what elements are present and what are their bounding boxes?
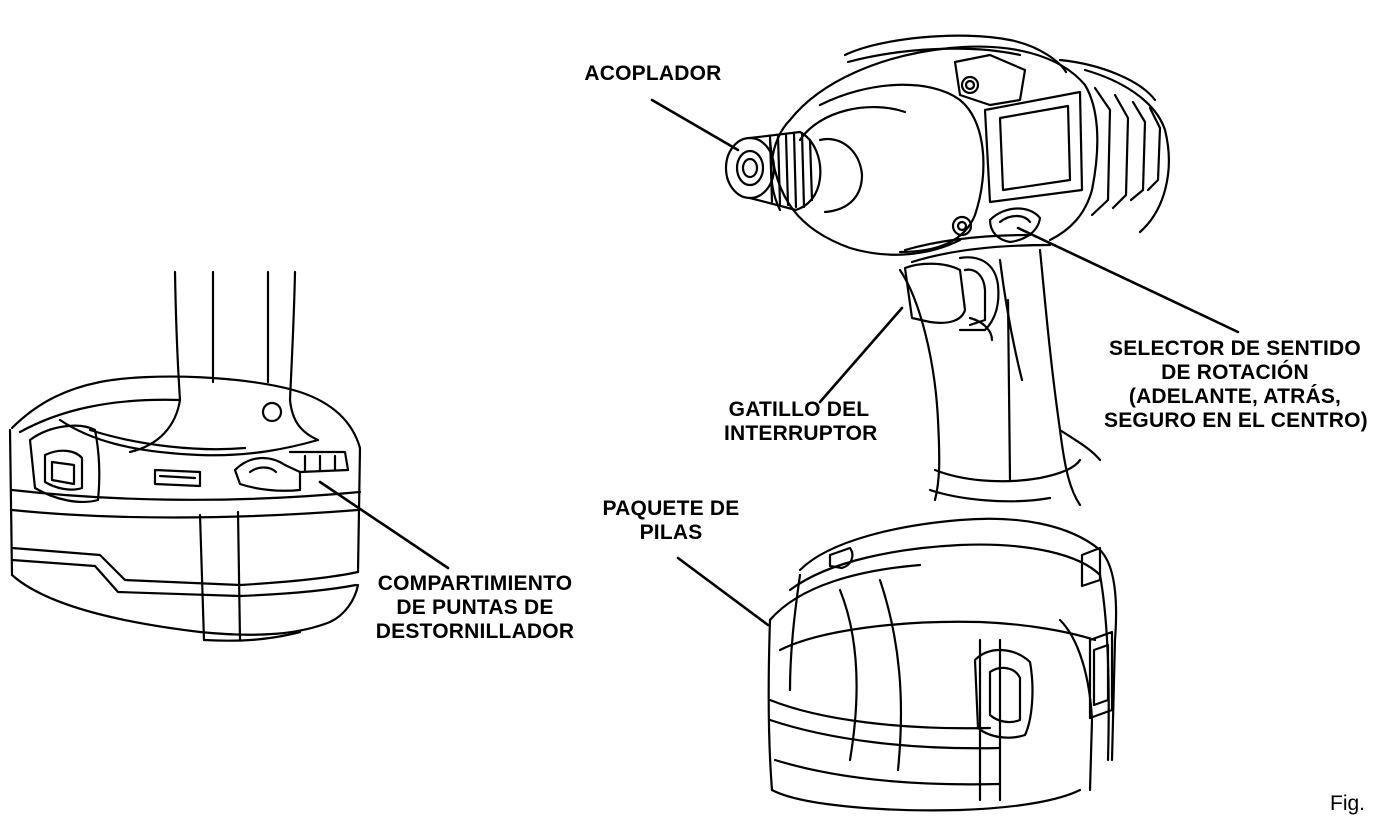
leader-gatillo bbox=[818, 306, 904, 404]
battery-pack bbox=[767, 517, 1118, 812]
leader-paquete bbox=[676, 556, 770, 627]
label-selector-line-3: (ADELANTE, ATRÁS, bbox=[1128, 385, 1342, 408]
label-gatillo-interruptor: GATILLO DEL INTERRUPTOR bbox=[724, 398, 878, 446]
label-selector-line-4: SEGURO EN EL CENTRO) bbox=[1104, 409, 1368, 432]
leader-selector bbox=[1016, 226, 1240, 334]
label-acoplador-line: ACOPLADOR bbox=[584, 62, 722, 85]
label-compartimiento-puntas: COMPARTIMIENTO DE PUNTAS DE DESTORNILLAD… bbox=[372, 572, 578, 644]
label-compartimiento-line-3: DESTORNILLADOR bbox=[375, 620, 575, 643]
label-paquete-line-2: PILAS bbox=[639, 521, 703, 544]
label-paquete-pilas: PAQUETE DE PILAS bbox=[596, 497, 746, 545]
label-selector-line-2: DE ROTACIÓN bbox=[1161, 361, 1309, 384]
leader-compartimiento bbox=[318, 480, 450, 570]
leader-acoplador bbox=[650, 98, 740, 152]
label-compartimiento-line-1: COMPARTIMIENTO bbox=[377, 572, 573, 595]
impact-driver-drawing bbox=[724, 34, 1170, 812]
direction-selector-switch bbox=[988, 207, 1042, 244]
leader-lines bbox=[318, 98, 1240, 627]
label-gatillo-line-2: INTERRUPTOR bbox=[724, 422, 878, 445]
label-selector-sentido-rotacion: SELECTOR DE SENTIDO DE ROTACIÓN (ADELANT… bbox=[1104, 337, 1368, 433]
label-paquete-line-1: PAQUETE DE bbox=[602, 497, 740, 520]
chuck-collet bbox=[724, 130, 864, 214]
figure-caption: Fig. bbox=[1330, 792, 1366, 815]
label-compartimiento-line-2: DE PUNTAS DE bbox=[396, 596, 554, 619]
battery-detail-drawing bbox=[8, 270, 362, 642]
label-acoplador: ACOPLADOR bbox=[578, 62, 728, 86]
label-selector-line-1: SELECTOR DE SENTIDO bbox=[1109, 337, 1361, 360]
label-gatillo-line-1: GATILLO DEL bbox=[728, 398, 870, 421]
trigger-switch bbox=[903, 256, 1000, 342]
